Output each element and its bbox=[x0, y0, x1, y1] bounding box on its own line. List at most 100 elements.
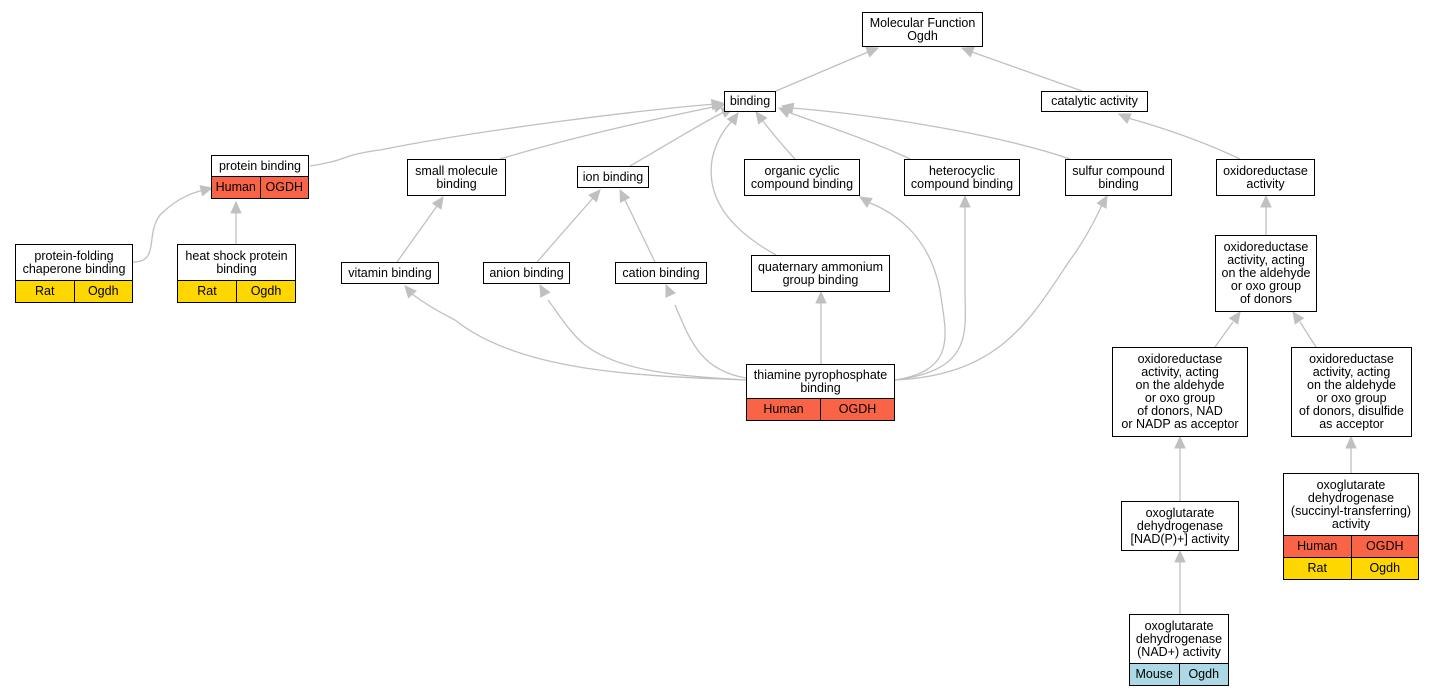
go-term-label: heterocyclic compound binding bbox=[910, 163, 1014, 191]
go-term-node-heterocyclic[interactable]: heterocyclic compound binding bbox=[904, 159, 1020, 196]
arrowhead bbox=[1117, 113, 1132, 124]
species-cell: Rat bbox=[178, 281, 236, 302]
edge-ion-to-binding bbox=[629, 111, 725, 167]
arrowhead bbox=[619, 188, 631, 203]
go-term-label: sulfur compound binding bbox=[1072, 163, 1165, 191]
edge-vitamin-to-small_mol bbox=[396, 205, 438, 263]
go-term-node-mf[interactable]: Molecular Function Ogdh bbox=[862, 12, 983, 47]
edge-binding-to-mf bbox=[775, 51, 869, 92]
go-term-label: protein-folding chaperone binding bbox=[22, 248, 126, 276]
go-term-label: quaternary ammonium group binding bbox=[757, 259, 884, 287]
edge-org_cyclic-to-binding bbox=[761, 119, 796, 160]
species-cell: Human bbox=[212, 177, 260, 198]
arrowhead bbox=[199, 185, 214, 197]
edge-tpp-to-org_cyclic bbox=[869, 202, 946, 381]
edge-tpp-to-anion bbox=[547, 299, 747, 381]
edge-oxidoreductase-to-catalytic bbox=[1127, 117, 1241, 160]
edge-heterocyclic-to-binding bbox=[787, 111, 911, 160]
go-term-label: oxoglutarate dehydrogenase [NAD(P)+] act… bbox=[1130, 505, 1230, 546]
edge-tpp-to-sulfur bbox=[894, 204, 1103, 381]
go-term-label: thiamine pyrophosphate binding bbox=[753, 367, 888, 395]
arrowhead bbox=[858, 196, 873, 208]
go-term-label: ion binding bbox=[582, 169, 644, 184]
arrowhead bbox=[230, 200, 242, 214]
arrowhead bbox=[539, 283, 551, 298]
species-cell: Human bbox=[1284, 536, 1351, 557]
species-cell: Human bbox=[747, 399, 820, 420]
gene-symbol-cell: Ogdh bbox=[1178, 664, 1228, 685]
go-term-node-vitamin[interactable]: vitamin binding bbox=[341, 262, 439, 284]
edge-protein_binding-to-binding bbox=[309, 103, 717, 167]
edge-sulfur-to-binding bbox=[791, 107, 1071, 160]
go-term-node-org-cyclic[interactable]: organic cyclic compound binding bbox=[744, 159, 860, 196]
go-term-label: catalytic activity bbox=[1051, 94, 1138, 108]
species-cell: Rat bbox=[1284, 558, 1351, 579]
arrowhead bbox=[815, 290, 827, 304]
go-term-node-oxidoreductase[interactable]: oxidoreductase activity bbox=[1216, 159, 1315, 196]
arrowhead bbox=[960, 46, 975, 58]
go-term-label: protein binding bbox=[218, 158, 301, 173]
go-term-node-ox-nad[interactable]: oxidoreductase activity, acting on the a… bbox=[1112, 347, 1248, 437]
gene-symbol-cell: OGDH bbox=[259, 177, 308, 198]
go-term-node-ion[interactable]: ion binding bbox=[577, 166, 649, 188]
go-term-label: vitamin binding bbox=[348, 265, 432, 280]
edge-tpp-to-heterocyclic bbox=[894, 206, 967, 381]
edge-ox_disulfide-to-ox_aldehyde bbox=[1299, 321, 1317, 348]
go-term-label: anion binding bbox=[489, 265, 564, 280]
go-term-node-small-mol[interactable]: small molecule binding bbox=[407, 159, 506, 196]
go-term-label: oxoglutarate dehydrogenase (succinyl-tra… bbox=[1290, 477, 1412, 531]
arrowhead bbox=[1096, 194, 1108, 209]
go-term-node-catalytic[interactable]: catalytic activity bbox=[1041, 91, 1148, 112]
go-term-node-ogdh-succ[interactable]: oxoglutarate dehydrogenase (succinyl-tra… bbox=[1283, 473, 1419, 580]
arrowhead bbox=[726, 112, 739, 126]
edge-chaperone-to-protein_binding bbox=[132, 189, 205, 263]
arrowhead bbox=[588, 189, 601, 203]
go-term-node-anion[interactable]: anion binding bbox=[483, 262, 570, 284]
go-term-label: cation binding bbox=[622, 265, 700, 280]
go-term-label: oxidoreductase activity bbox=[1223, 163, 1308, 191]
edge-catalytic-to-mf bbox=[971, 51, 1083, 92]
arrowhead bbox=[1174, 549, 1186, 563]
edge-ox_nad-to-ox_aldehyde bbox=[1214, 321, 1234, 348]
arrowhead bbox=[1228, 311, 1241, 325]
species-cell: Rat bbox=[16, 281, 74, 302]
go-term-label: small molecule binding bbox=[415, 163, 498, 191]
species-cell: Mouse bbox=[1130, 664, 1179, 685]
go-term-node-ogdh-nadp[interactable]: oxoglutarate dehydrogenase [NAD(P)+] act… bbox=[1121, 501, 1239, 551]
go-term-label: oxidoreductase activity, acting on the a… bbox=[1121, 352, 1239, 431]
edge-anion-to-ion bbox=[536, 197, 594, 263]
go-term-node-binding[interactable]: binding bbox=[724, 91, 776, 112]
go-term-node-ox-aldehyde[interactable]: oxidoreductase activity, acting on the a… bbox=[1215, 235, 1317, 312]
go-term-label: Molecular Function Ogdh bbox=[869, 15, 976, 43]
arrowhead bbox=[959, 194, 971, 208]
arrowhead bbox=[404, 285, 417, 299]
go-term-node-ogdh-nad[interactable]: oxoglutarate dehydrogenase (NAD+) activi… bbox=[1129, 614, 1229, 686]
go-term-label: oxidoreductase activity, acting on the a… bbox=[1299, 352, 1404, 431]
arrowhead bbox=[1345, 435, 1357, 449]
arrowhead bbox=[780, 102, 795, 114]
edge-quat-to-binding bbox=[710, 119, 777, 256]
go-term-node-sulfur[interactable]: sulfur compound binding bbox=[1065, 159, 1172, 196]
go-term-label: organic cyclic compound binding bbox=[750, 163, 854, 191]
go-term-label: oxoglutarate dehydrogenase (NAD+) activi… bbox=[1135, 618, 1223, 659]
gene-symbol-cell: Ogdh bbox=[1350, 558, 1418, 579]
edge-small_mol-to-binding bbox=[499, 105, 719, 160]
go-term-node-cation[interactable]: cation binding bbox=[615, 262, 707, 284]
go-term-label: oxidoreductase activity, acting on the a… bbox=[1221, 240, 1311, 306]
gene-symbol-cell: Ogdh bbox=[236, 281, 295, 302]
arrowhead bbox=[755, 111, 768, 125]
gene-symbol-cell: OGDH bbox=[1350, 536, 1418, 557]
go-term-node-ox-disulfide[interactable]: oxidoreductase activity, acting on the a… bbox=[1291, 347, 1412, 437]
go-term-node-quat[interactable]: quaternary ammonium group binding bbox=[751, 255, 890, 292]
